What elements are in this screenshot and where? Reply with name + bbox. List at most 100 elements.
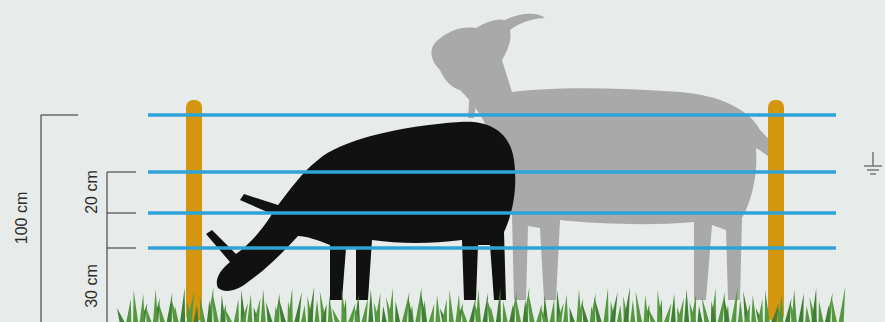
grass-blade [254,298,261,322]
grass-blade [117,308,125,322]
grass-blade [644,295,649,322]
grass-blade [657,290,662,322]
grass-blade [594,297,602,322]
grass-blade [315,300,320,322]
grass-blade [617,305,622,322]
grass-blade [550,299,555,322]
grass-blade [743,291,750,322]
grass-blade [341,290,346,322]
grass-blade [354,307,360,322]
ground-symbol [864,152,882,174]
grass-blade [133,290,138,322]
grass-blade [790,302,797,322]
grass-blade [724,296,730,322]
grass-blade [420,291,427,322]
grass-blade [604,288,609,322]
grass-blade [765,290,770,322]
grass-blade [711,301,716,322]
grass-blade [126,299,131,322]
grass-blade [171,297,179,322]
grass-blade [442,299,447,322]
grass-blade [577,289,582,322]
grass-blade [483,293,489,322]
grass-blade [798,293,804,322]
grass-blade [671,294,676,322]
grass-blade [320,291,327,322]
grass-blade [812,288,817,322]
grass-blade [691,293,697,322]
grass-blade [301,305,306,322]
grass-blade [140,294,145,322]
grass-blade [308,287,315,322]
grass-blade [523,287,530,322]
grass-blade [523,300,528,322]
grass-blade [496,288,501,322]
grass-blade [702,297,710,322]
grass-blade [630,300,635,322]
grass-blade [449,290,454,322]
grass-blade [839,287,846,322]
grass-blade [355,294,360,322]
grass-blade [212,291,219,322]
grass-blade [382,306,387,322]
grass-blade [474,302,481,322]
grass-blade [487,297,495,322]
grass-blade [288,301,293,322]
grass-blade [294,292,302,322]
grazing-goat [206,122,515,300]
grass-blade [266,302,273,322]
grass-blade [831,296,837,322]
grass-blade [332,308,340,322]
grass-blade [503,301,508,322]
dimension-label: 100 cm [14,190,30,246]
grass-blade [540,308,548,322]
grass-blade [207,300,212,322]
grass-blade [241,303,249,322]
grass-blade [785,298,792,322]
grass-blade [556,303,564,322]
grass-blade [456,294,461,322]
grass-blade [610,292,618,322]
grass-blade [711,288,716,322]
grass-blade [582,302,589,322]
grass-blade [509,305,514,322]
fence-post [186,100,202,322]
grass-blade [751,295,756,322]
grass-blade [569,307,575,322]
grass-blade [648,308,656,322]
grass-blade [624,287,631,322]
grass-blade [234,299,239,322]
fence-wires [148,115,836,248]
grass-blade [698,306,703,322]
grass-blade [778,294,783,322]
grass-blade [274,306,279,322]
grass-blade [261,289,266,322]
dimension-bracket [41,115,136,322]
grass-blade [536,304,542,322]
grass-blade [731,287,738,322]
grass-blade [200,296,206,322]
grass-blade [664,303,672,322]
grass-blade [738,300,743,322]
grass-blade [375,293,381,322]
grass-blade [180,288,185,322]
dimension-label: 20 cm [84,168,100,216]
grass-blade [758,299,763,322]
grass-blade [274,293,280,322]
grass-blade [429,304,435,322]
grass-blade [220,295,225,322]
grass-blade [278,297,286,322]
fence-post [768,100,784,322]
grass-blade [187,292,195,322]
grass-blade [146,307,152,322]
grass-blade [415,287,422,322]
grass-blade [528,291,535,322]
grass-blade [225,308,233,322]
grass [117,287,845,322]
grass-blade [388,288,393,322]
grass-blade [819,301,824,322]
grass-blade [395,301,400,322]
grass-blade [745,304,751,322]
